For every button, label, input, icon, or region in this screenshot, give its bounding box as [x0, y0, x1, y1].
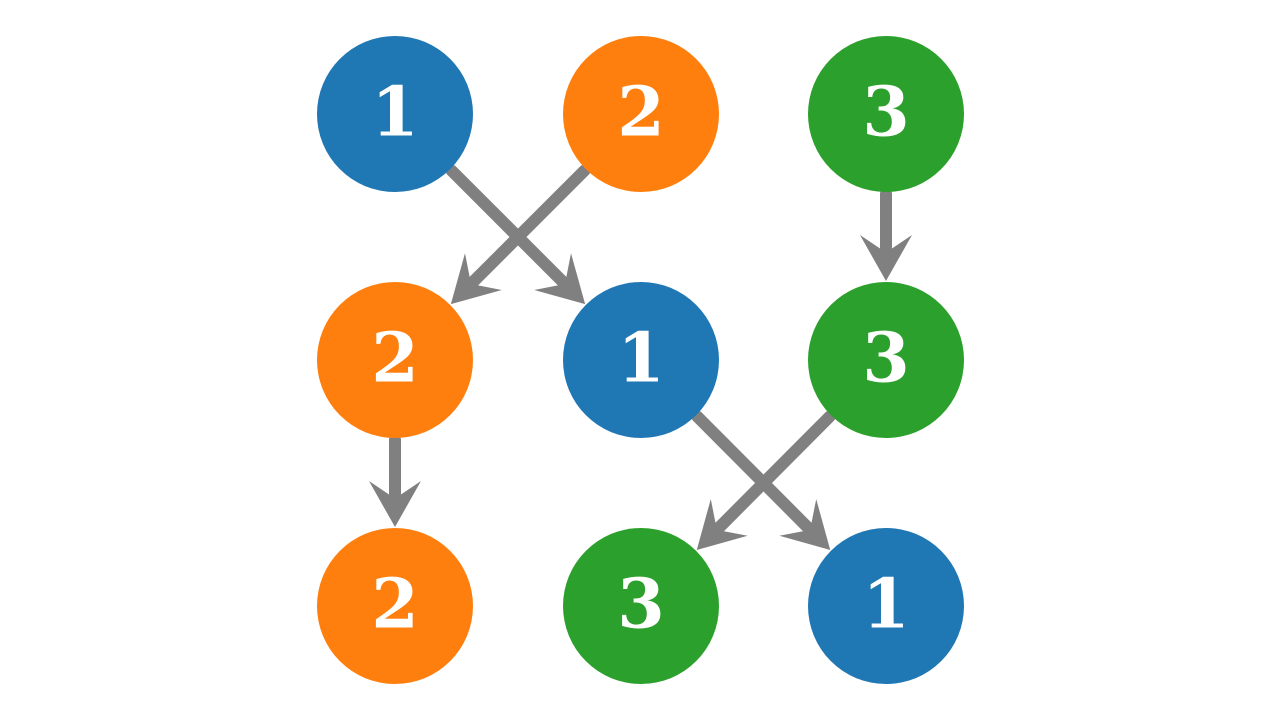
node-circle — [808, 528, 964, 684]
edge-r1c3-to-r2c3 — [860, 188, 912, 281]
arrow-head-icon — [860, 235, 912, 281]
edge-r1c2-to-r2c1 — [450, 164, 591, 305]
node-label: 2 — [371, 565, 418, 645]
node-r2c2: 1 — [563, 282, 719, 438]
node-r2c1: 2 — [317, 282, 473, 438]
node-circle — [317, 528, 473, 684]
node-label: 2 — [371, 319, 418, 399]
arrow-head-icon — [450, 253, 502, 305]
arrow-shaft — [467, 164, 591, 288]
node-label: 3 — [862, 319, 909, 399]
node-label: 3 — [862, 73, 909, 153]
node-circle — [563, 528, 719, 684]
node-label: 3 — [617, 565, 664, 645]
edges-layer — [369, 164, 912, 551]
node-r3c2: 3 — [563, 528, 719, 684]
node-label: 1 — [371, 73, 418, 153]
edge-r2c1-to-r3c1 — [369, 434, 421, 527]
node-circle — [563, 36, 719, 192]
node-circle — [808, 282, 964, 438]
node-r1c2: 2 — [563, 36, 719, 192]
arrow-head-icon — [534, 253, 586, 305]
arrow-head-icon — [696, 499, 748, 551]
edge-r2c2-to-r3c3 — [691, 410, 831, 551]
node-circle — [563, 282, 719, 438]
node-r1c1: 1 — [317, 36, 473, 192]
node-circle — [317, 282, 473, 438]
node-r2c3: 3 — [808, 282, 964, 438]
node-label: 1 — [617, 319, 664, 399]
arrow-head-icon — [779, 499, 831, 551]
arrow-shaft — [691, 410, 814, 534]
node-circle — [317, 36, 473, 192]
node-r3c3: 1 — [808, 528, 964, 684]
arrow-shaft — [713, 410, 836, 534]
node-label: 2 — [617, 73, 664, 153]
arrow-head-icon — [369, 481, 421, 527]
edge-r1c1-to-r2c2 — [445, 164, 586, 305]
nodes-layer: 1 2 3 2 1 3 2 3 1 — [317, 36, 964, 684]
node-circle — [808, 36, 964, 192]
node-r1c3: 3 — [808, 36, 964, 192]
node-r3c1: 2 — [317, 528, 473, 684]
arrow-shaft — [445, 164, 569, 288]
edge-r2c3-to-r3c2 — [696, 410, 836, 551]
node-label: 1 — [862, 565, 909, 645]
